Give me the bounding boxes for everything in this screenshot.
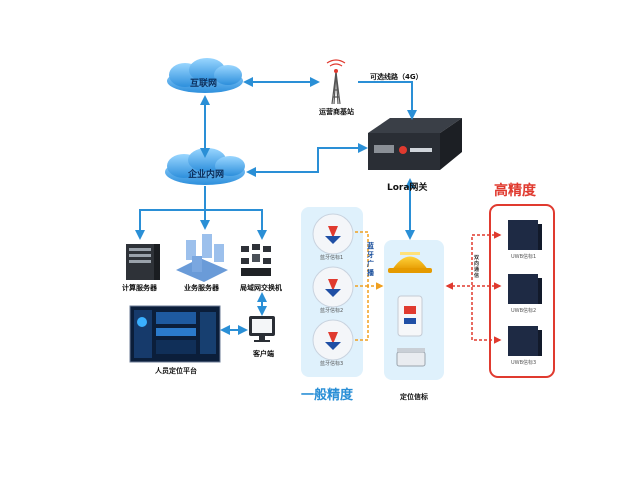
uwb-beacon-1 [508, 220, 542, 250]
client-label: 客户端 [253, 350, 274, 358]
platform-label: 人员定位平台 [155, 367, 197, 375]
compute-server-icon [126, 244, 160, 280]
bt-signal-1: 蓝牙信标1 [320, 255, 344, 261]
uwb-signal-3: UWB信标3 [511, 360, 537, 366]
enterprise-cloud [165, 148, 245, 185]
enterprise-label: 企业内网 [188, 170, 225, 180]
bluetooth-beacon-1 [312, 213, 354, 255]
uwb-signal-2: UWB信标2 [511, 308, 537, 314]
broadcast-links [355, 231, 384, 341]
bt-signal-2: 蓝牙信标2 [320, 308, 344, 314]
bidirectional-label: 双向通信 [474, 255, 480, 279]
internet-cloud [167, 58, 243, 93]
locator-base-icon [396, 348, 426, 367]
network-links [135, 77, 417, 335]
bluetooth-beacon-2 [312, 266, 354, 308]
client-monitor-icon [249, 316, 275, 342]
switch-label: 局域网交换机 [240, 284, 282, 292]
bluetooth-beacon-3 [312, 319, 354, 361]
uwb-beacon-2 [508, 274, 542, 304]
business-server-icon [176, 234, 228, 282]
station-label: 运营商基站 [319, 108, 354, 116]
high-precision-label: 高精度 [494, 183, 536, 199]
gateway-label: Lora网关 [387, 183, 428, 193]
uwb-beacon-3 [508, 326, 542, 356]
uwb-signal-1: UWB信标1 [511, 254, 537, 260]
platform-screen [129, 305, 221, 363]
general-precision-label: 一般精度 [301, 388, 354, 403]
business-label: 业务服务器 [184, 284, 219, 292]
internet-label: 互联网 [190, 79, 218, 89]
uwb-links [445, 231, 502, 344]
line4g-label: 可选线路（4G） [370, 73, 423, 81]
gateway-device [368, 118, 462, 170]
broadcast-label: 蓝牙广播 [367, 242, 374, 277]
helmet-icon [388, 252, 432, 273]
beacon-label: 定位信标 [400, 393, 428, 401]
bt-signal-3: 蓝牙信标3 [320, 361, 344, 367]
locator-tag-icon [397, 295, 423, 337]
compute-label: 计算服务器 [122, 284, 157, 292]
tower-icon [326, 59, 346, 105]
switch-icon [241, 244, 271, 276]
